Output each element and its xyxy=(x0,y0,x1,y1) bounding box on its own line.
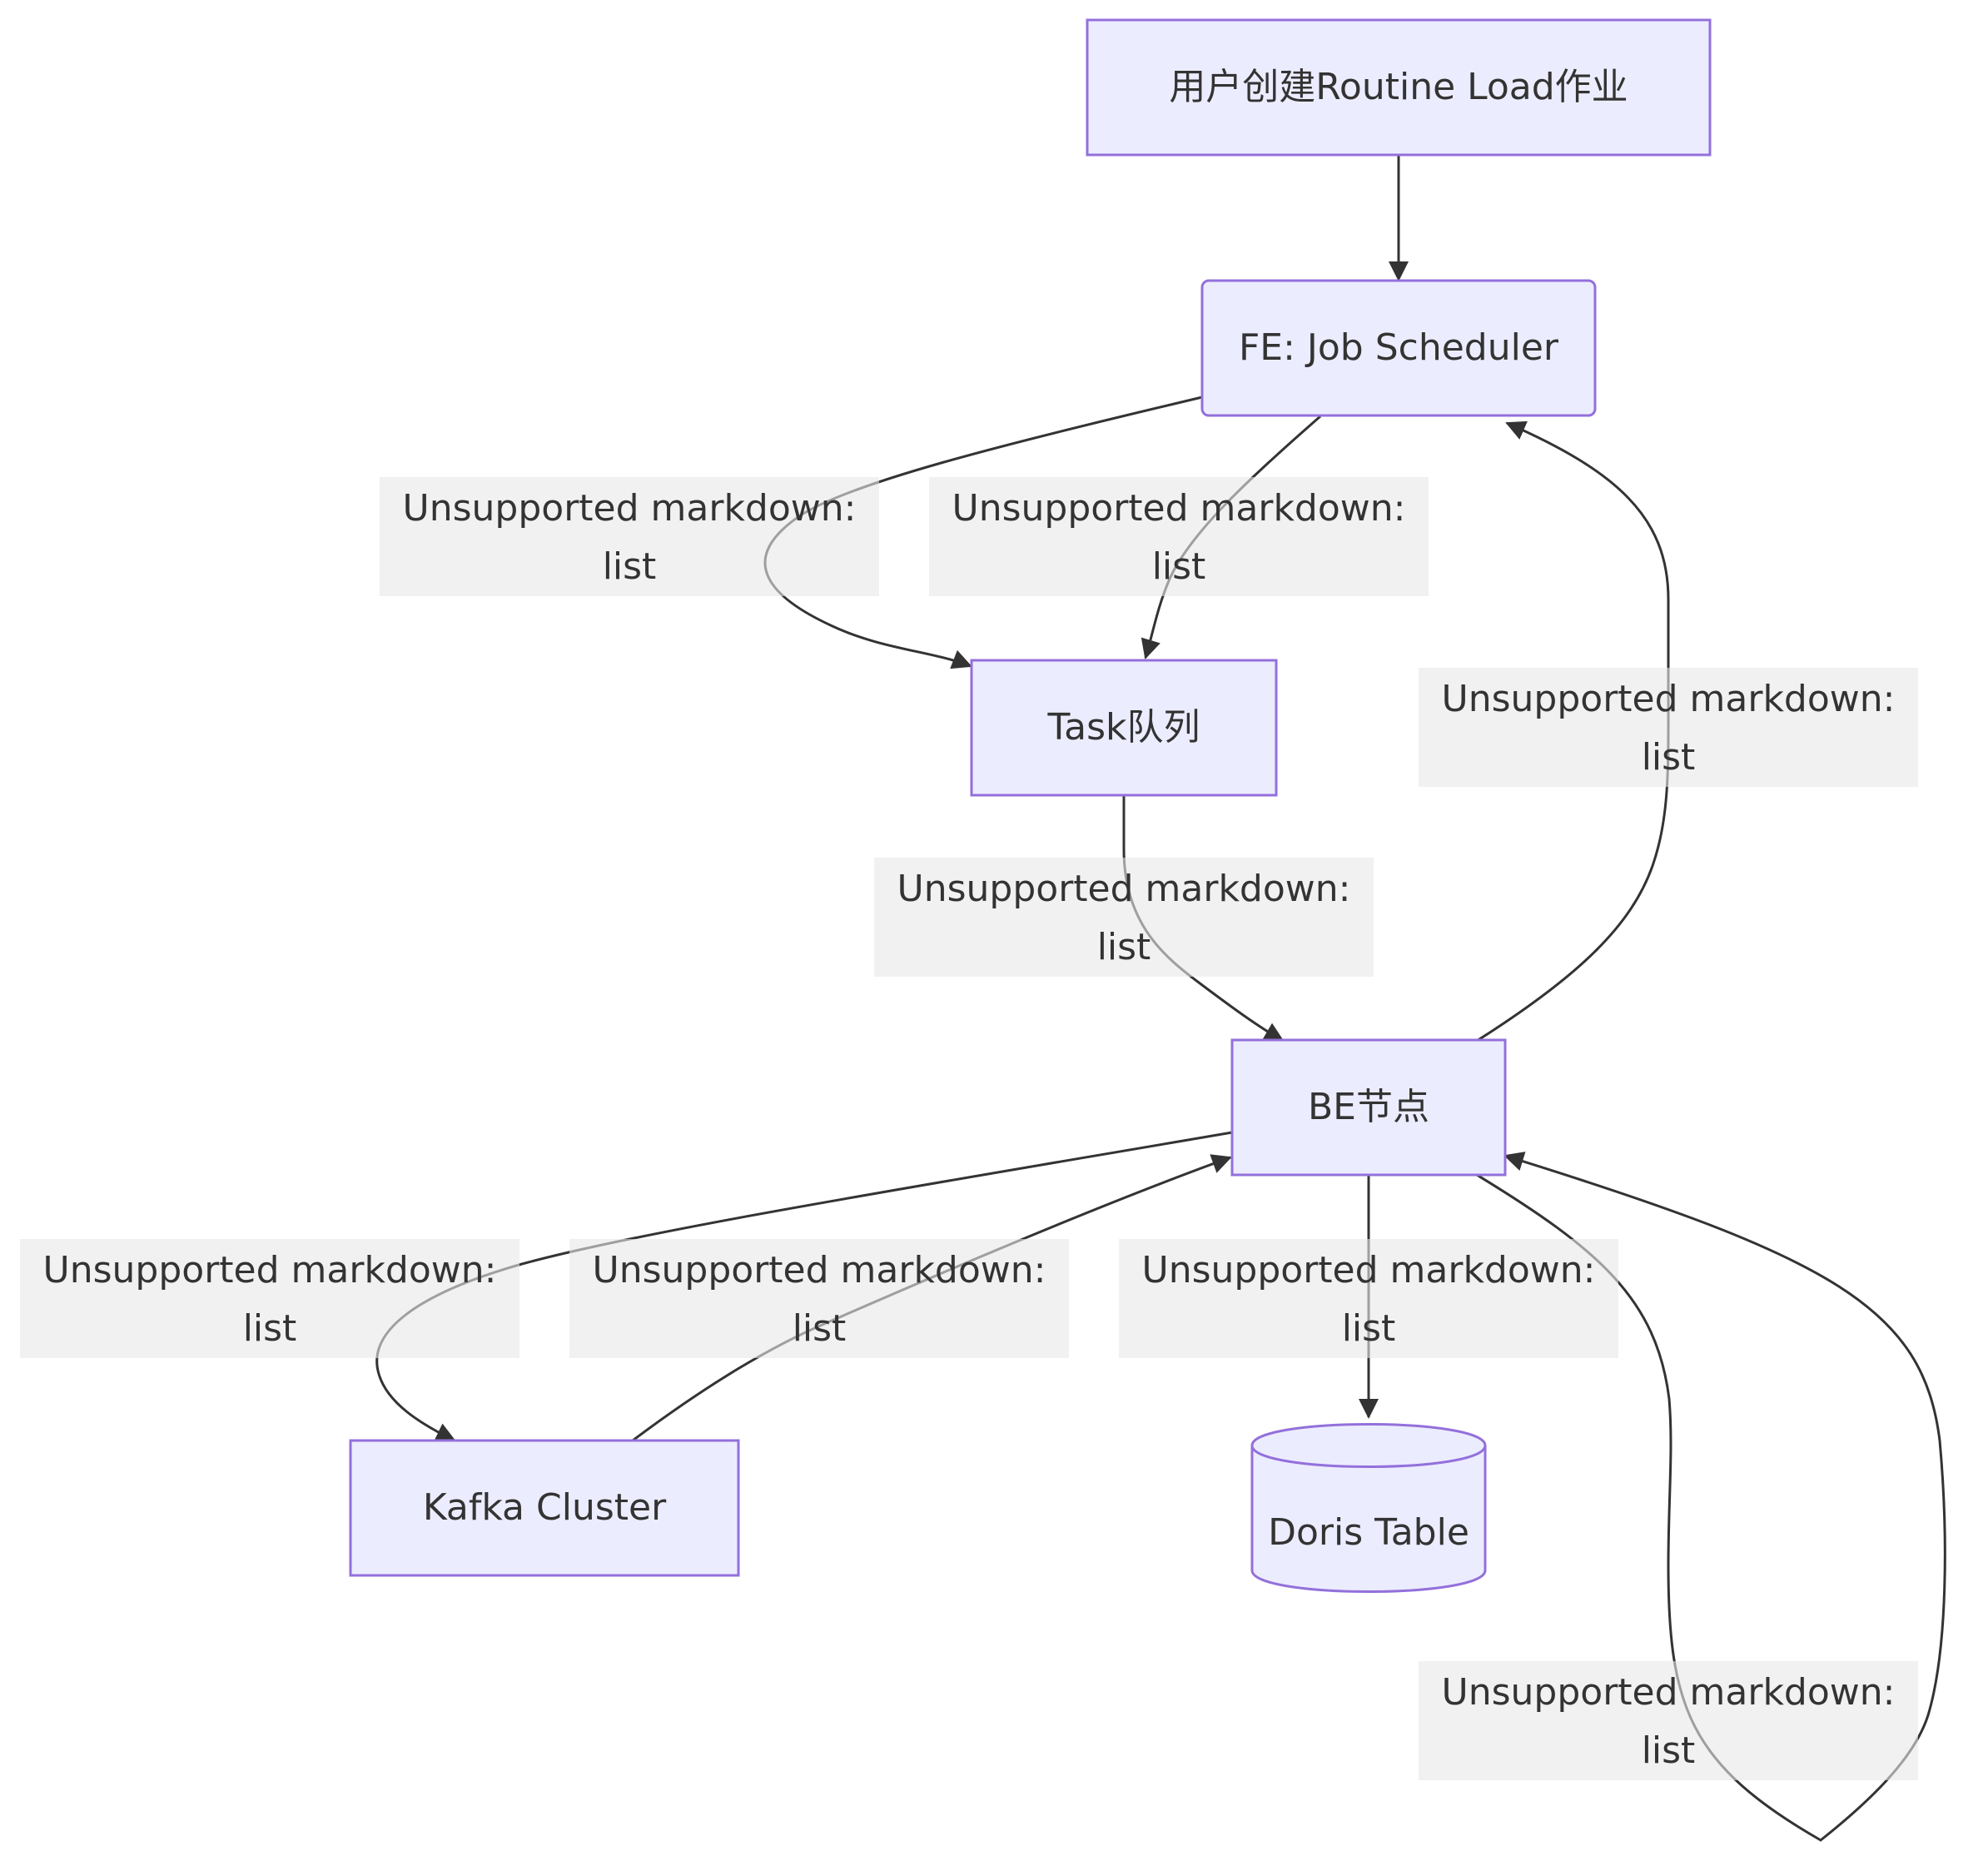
edges xyxy=(375,155,1946,1842)
edge-label-be-doris: Unsupported markdown: list xyxy=(1119,1239,1618,1358)
node-be[interactable]: BE节点 xyxy=(1230,1038,1507,1177)
edge-label-line2: list xyxy=(1152,545,1206,588)
edge-label-line1: Unsupported markdown: xyxy=(43,1249,497,1291)
edge-label-line2: list xyxy=(603,545,657,588)
node-task-queue[interactable]: Task队列 xyxy=(970,659,1278,797)
edge-be-self-loop[interactable] xyxy=(1476,1152,1946,1842)
edge-label-line1: Unsupported markdown: xyxy=(403,487,857,530)
node-doris-table-label: Doris Table xyxy=(1268,1511,1469,1554)
node-user-create-job-label: 用户创建Routine Load作业 xyxy=(1169,66,1628,108)
edge-label-line2: list xyxy=(1642,1729,1696,1772)
edge-label-be-self: Unsupported markdown: list xyxy=(1419,1661,1918,1780)
edge-label-task-be: Unsupported markdown: list xyxy=(874,858,1374,977)
edge-label-line1: Unsupported markdown: xyxy=(1442,1671,1896,1714)
edge-label-line2: list xyxy=(1642,736,1696,779)
edge-label-line2: list xyxy=(243,1307,297,1350)
node-fe-job-scheduler-label: FE: Job Scheduler xyxy=(1239,326,1559,369)
edge-labels: Unsupported markdown: list Unsupported m… xyxy=(20,477,1918,1780)
edge-label-line2: list xyxy=(1342,1307,1396,1350)
edge-label-line2: list xyxy=(793,1307,847,1350)
edge-label-line1: Unsupported markdown: xyxy=(593,1249,1046,1291)
edge-label-be-fe: Unsupported markdown: list xyxy=(1419,668,1918,787)
node-task-queue-label: Task队列 xyxy=(1047,706,1200,749)
node-kafka-cluster[interactable]: Kafka Cluster xyxy=(349,1439,740,1577)
edge-label-line1: Unsupported markdown: xyxy=(897,868,1351,910)
edge-label-kafka-be: Unsupported markdown: list xyxy=(569,1239,1069,1358)
node-be-label: BE节点 xyxy=(1308,1086,1429,1128)
edge-label-fe-task-left: Unsupported markdown: list xyxy=(380,477,879,596)
node-kafka-cluster-label: Kafka Cluster xyxy=(423,1486,667,1529)
nodes: 用户创建Routine Load作业 FE: Job Scheduler Tas… xyxy=(349,18,1712,1593)
edge-label-be-kafka: Unsupported markdown: list xyxy=(20,1239,519,1358)
node-doris-table[interactable]: Doris Table xyxy=(1250,1423,1487,1593)
node-user-create-job[interactable]: 用户创建Routine Load作业 xyxy=(1086,18,1712,157)
edge-label-line1: Unsupported markdown: xyxy=(1142,1249,1596,1291)
node-fe-job-scheduler[interactable]: FE: Job Scheduler xyxy=(1200,279,1597,417)
edge-label-line1: Unsupported markdown: xyxy=(952,487,1406,530)
edge-label-line2: list xyxy=(1097,926,1151,968)
edge-label-line1: Unsupported markdown: xyxy=(1442,678,1896,720)
edge-label-fe-task-right: Unsupported markdown: list xyxy=(929,477,1429,596)
